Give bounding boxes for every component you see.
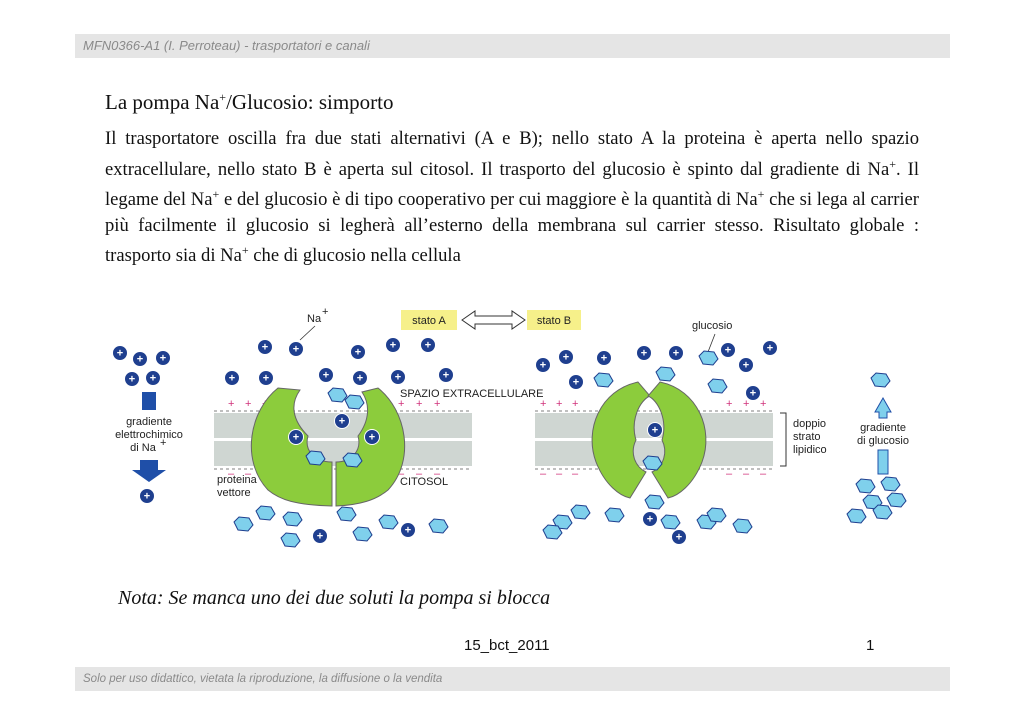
svg-text:+: + xyxy=(416,398,422,410)
protein-state-a xyxy=(250,387,406,507)
bilayer-label-3: lipidico xyxy=(793,444,827,456)
state-b-box xyxy=(527,310,581,330)
body-text-1: Il trasportatore oscilla fra due stati a… xyxy=(105,128,919,180)
footer-code: 15_bct_2011 xyxy=(464,637,550,654)
na-label-sup: + xyxy=(322,306,328,318)
protein-label-1: proteina xyxy=(217,474,258,486)
header-bar: MFN0366-A1 (I. Perroteau) - trasportator… xyxy=(75,34,950,58)
glucose-label: glucosio xyxy=(692,320,732,332)
svg-text:+: + xyxy=(760,398,766,410)
svg-text:–: – xyxy=(228,468,235,480)
na-gradient-label-1: gradiente xyxy=(126,416,172,428)
na-gradient-group: gradiente elettrochimico di Na + xyxy=(112,345,183,504)
svg-text:+: + xyxy=(245,398,251,410)
svg-text:+: + xyxy=(228,398,234,410)
body-sup-1: + xyxy=(889,156,896,171)
title-main: La pompa Na xyxy=(105,90,220,114)
glucose-gradient-arrow-up xyxy=(874,396,892,419)
glucose-gradient-label-2: di glucosio xyxy=(857,435,909,447)
svg-text:–: – xyxy=(760,468,767,480)
svg-text:–: – xyxy=(416,468,423,480)
glucose-gradient-arrow-body xyxy=(877,449,889,475)
body-text-2: . Il legame del Na xyxy=(105,158,920,211)
na-gradient-arrow-top xyxy=(142,392,156,410)
glucose-gradient-label-1: gradiente xyxy=(860,422,906,434)
body-paragraph: Il trasportatore oscilla fra due stati a… xyxy=(105,126,919,269)
state-switch-arrow xyxy=(461,310,526,330)
na-label: Na xyxy=(307,313,322,325)
symport-diagram: + gradiente elettrochimico di Na + Na + … xyxy=(112,306,909,548)
page-title: La pompa Na+/Glucosio: simporto xyxy=(105,90,394,115)
svg-text:+: + xyxy=(572,398,578,410)
body-sup-2: + xyxy=(212,187,220,202)
svg-text:+: + xyxy=(726,398,732,410)
svg-text:–: – xyxy=(556,468,563,480)
svg-text:–: – xyxy=(572,468,579,480)
protein-state-b xyxy=(591,381,707,499)
svg-text:+: + xyxy=(556,398,562,410)
bottom-bar-text: Solo per uso didattico, vietata la ripro… xyxy=(83,673,443,685)
body-sup-3: + xyxy=(757,187,765,202)
state-b-label: stato B xyxy=(537,315,571,327)
na-gradient-arrow-down xyxy=(132,460,166,482)
note-text: Nota: Se manca uno dei due soluti la pom… xyxy=(118,587,551,609)
svg-text:+: + xyxy=(398,398,404,410)
na-gradient-label-2: elettrochimico xyxy=(115,429,183,441)
svg-text:–: – xyxy=(398,468,405,480)
body-sup-4: + xyxy=(241,243,249,258)
svg-text:–: – xyxy=(434,468,441,480)
cytosol-label: CITOSOL xyxy=(400,476,448,488)
bottom-bar: Solo per uso didattico, vietata la ripro… xyxy=(75,667,950,691)
svg-text:–: – xyxy=(540,468,547,480)
title-rest: /Glucosio: simporto xyxy=(226,90,394,114)
charges: +++ +++ +++ +++ ––– ––– ––– ––– xyxy=(228,398,767,480)
na-gradient-sup: + xyxy=(160,437,166,449)
body-text-4: che si lega al carrier più facilmente il… xyxy=(105,189,919,267)
body-text-5: che di glucosio nella cellula xyxy=(248,245,461,267)
svg-text:–: – xyxy=(743,468,750,480)
page-number: 1 xyxy=(866,637,875,654)
svg-text:+: + xyxy=(434,398,440,410)
header-text: MFN0366-A1 (I. Perroteau) - trasportator… xyxy=(83,38,370,53)
title-sup: + xyxy=(219,90,227,104)
extracellular-label: SPAZIO EXTRACELLULARE xyxy=(400,388,543,400)
svg-text:+: + xyxy=(743,398,749,410)
body-text-3: e del glucosio è di tipo cooperativo per… xyxy=(219,189,758,211)
state-a-label: stato A xyxy=(412,315,446,327)
bilayer-bracket xyxy=(780,412,787,467)
bilayer-label-2: strato xyxy=(793,431,821,443)
na-gradient-label-3: di Na xyxy=(130,442,157,454)
protein-label-2: vettore xyxy=(217,487,251,499)
svg-text:–: – xyxy=(245,468,252,480)
svg-text:+: + xyxy=(540,398,546,410)
bilayer-label-1: doppio xyxy=(793,418,826,430)
state-a-box xyxy=(401,310,457,330)
svg-text:–: – xyxy=(726,468,733,480)
